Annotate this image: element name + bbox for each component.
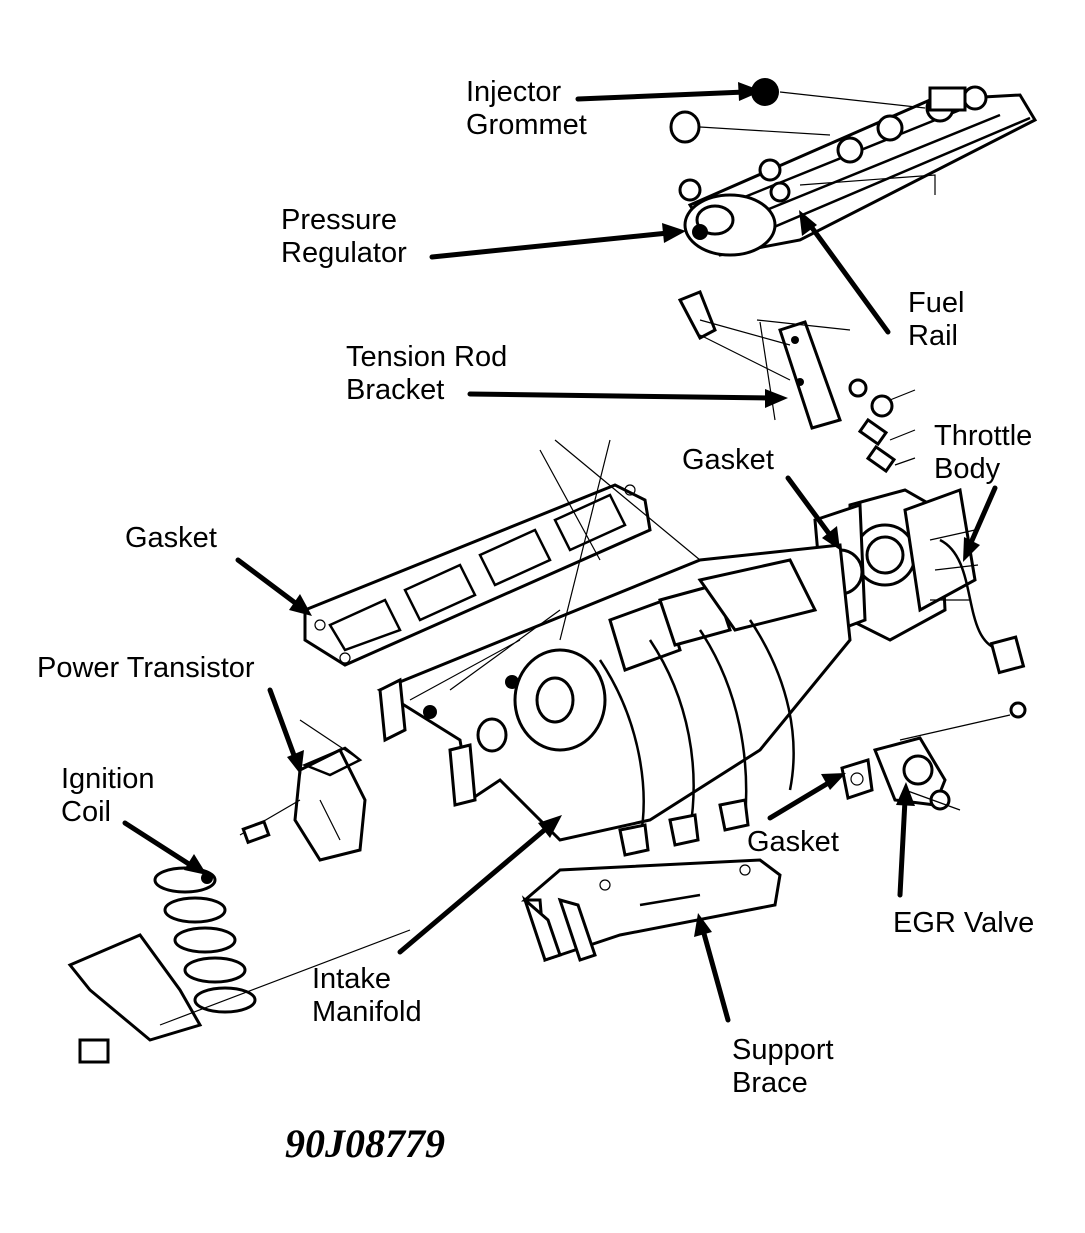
label-tension-rod-bracket-line1: Tension Rod <box>346 341 508 373</box>
label-ignition-coil: Ignition Coil <box>61 763 155 829</box>
label-gasket-throttle: Gasket <box>682 444 774 476</box>
label-fuel-rail-line2: Rail <box>908 320 958 352</box>
support-brace-part <box>520 858 782 963</box>
injector-grommet-part <box>669 78 926 144</box>
egr-valve-part <box>872 701 1027 811</box>
label-injector-grommet-line2: Grommet <box>466 109 587 141</box>
label-power-transistor: Power Transistor <box>37 652 255 684</box>
label-intake-manifold: Intake Manifold <box>312 963 422 1029</box>
label-intake-manifold-line2: Manifold <box>312 996 422 1028</box>
ignition-coil-part <box>67 799 411 1064</box>
head-gasket-part <box>303 483 652 667</box>
fuel-rail-part <box>687 85 1038 257</box>
label-fuel-rail: Fuel Rail <box>908 287 964 353</box>
label-ignition-coil-line1: Ignition <box>61 763 155 795</box>
label-injector-grommet-line1: Injector <box>466 76 562 108</box>
label-support-brace-line2: Brace <box>732 1067 808 1099</box>
label-throttle-body-line2: Body <box>934 453 1001 485</box>
label-pressure-regulator-line1: Pressure <box>281 204 398 236</box>
label-egr-valve: EGR Valve <box>893 907 1035 939</box>
label-pressure-regulator-line2: Regulator <box>281 237 407 269</box>
label-pressure-regulator: Pressure Regulator <box>281 204 407 270</box>
figure-code: 90J08779 <box>285 1121 445 1166</box>
label-ignition-coil-line2: Coil <box>61 796 111 828</box>
label-injector-grommet: Injector Grommet <box>466 76 587 142</box>
label-tension-rod-bracket-line2: Bracket <box>346 374 445 406</box>
label-fuel-rail-line1: Fuel <box>908 287 965 319</box>
label-throttle-body-line1: Throttle <box>934 420 1033 452</box>
leader-lines <box>122 82 998 1023</box>
label-support-brace-line1: Support <box>732 1034 834 1066</box>
egr-gasket-part <box>840 758 874 800</box>
label-support-brace: Support Brace <box>732 1034 834 1100</box>
intake-manifold-part <box>376 439 852 857</box>
label-intake-manifold-line1: Intake <box>312 963 391 995</box>
label-tension-rod-bracket: Tension Rod Bracket <box>346 341 507 407</box>
label-gasket-head: Gasket <box>125 522 217 554</box>
label-throttle-body: Throttle Body <box>934 420 1032 486</box>
pressure-regulator-part <box>678 178 777 257</box>
label-gasket-egr: Gasket <box>747 826 839 858</box>
power-transistor-part <box>293 719 367 862</box>
tension-rod-bracket-part <box>677 290 916 474</box>
throttle-body-part <box>848 487 1026 675</box>
